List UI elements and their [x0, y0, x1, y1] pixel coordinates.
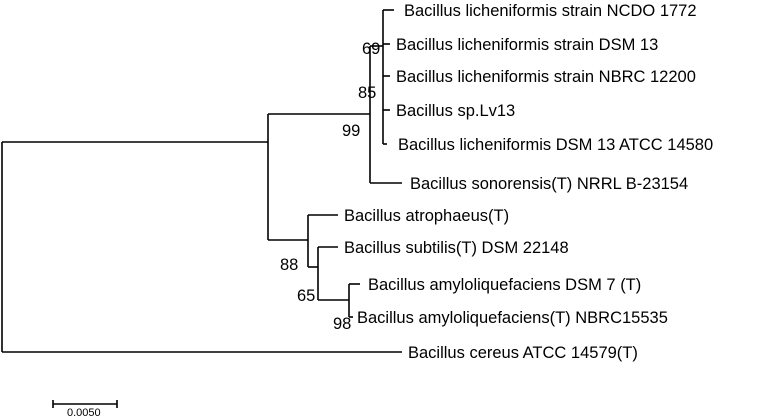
taxon-label-nbrc12200: Bacillus licheniformis strain NBRC 12200 [396, 68, 696, 86]
taxon-label-ncdo1772: Bacillus licheniformis strain NCDO 1772 [404, 2, 697, 20]
taxon-label-sonorensis: Bacillus sonorensis(T) NRRL B-23154 [410, 175, 688, 193]
taxon-label-lv13: Bacillus sp.Lv13 [396, 102, 515, 120]
tree-branches [1, 9, 402, 353]
taxon-label-atrophaeus: Bacillus atrophaeus(T) [344, 207, 509, 225]
bootstrap-value-69: 69 [362, 40, 380, 58]
taxon-label-subtilis: Bacillus subtilis(T) DSM 22148 [344, 239, 569, 257]
bootstrap-values: 69 85 99 88 65 98 [280, 40, 380, 333]
scale-bar-label: 0.0050 [67, 407, 101, 419]
taxon-labels: Bacillus licheniformis strain NCDO 1772 … [344, 2, 713, 362]
taxon-label-cereus: Bacillus cereus ATCC 14579(T) [408, 344, 638, 362]
taxon-label-dsm13: Bacillus licheniformis strain DSM 13 [396, 36, 658, 54]
bootstrap-value-85: 85 [358, 84, 376, 102]
taxon-label-amylo-nbrc: Bacillus amyloliquefaciens(T) NBRC15535 [357, 309, 668, 327]
bootstrap-value-99: 99 [342, 122, 360, 140]
scale-bar-line [52, 400, 118, 408]
scale-bar: 0.0050 [52, 400, 118, 419]
bootstrap-value-88: 88 [280, 256, 298, 274]
bootstrap-value-98: 98 [333, 315, 351, 333]
taxon-label-amylo-dsm7: Bacillus amyloliquefaciens DSM 7 (T) [368, 276, 641, 294]
taxon-label-dsm13atcc: Bacillus licheniformis DSM 13 ATCC 14580 [398, 136, 713, 154]
bootstrap-value-65: 65 [297, 287, 315, 305]
